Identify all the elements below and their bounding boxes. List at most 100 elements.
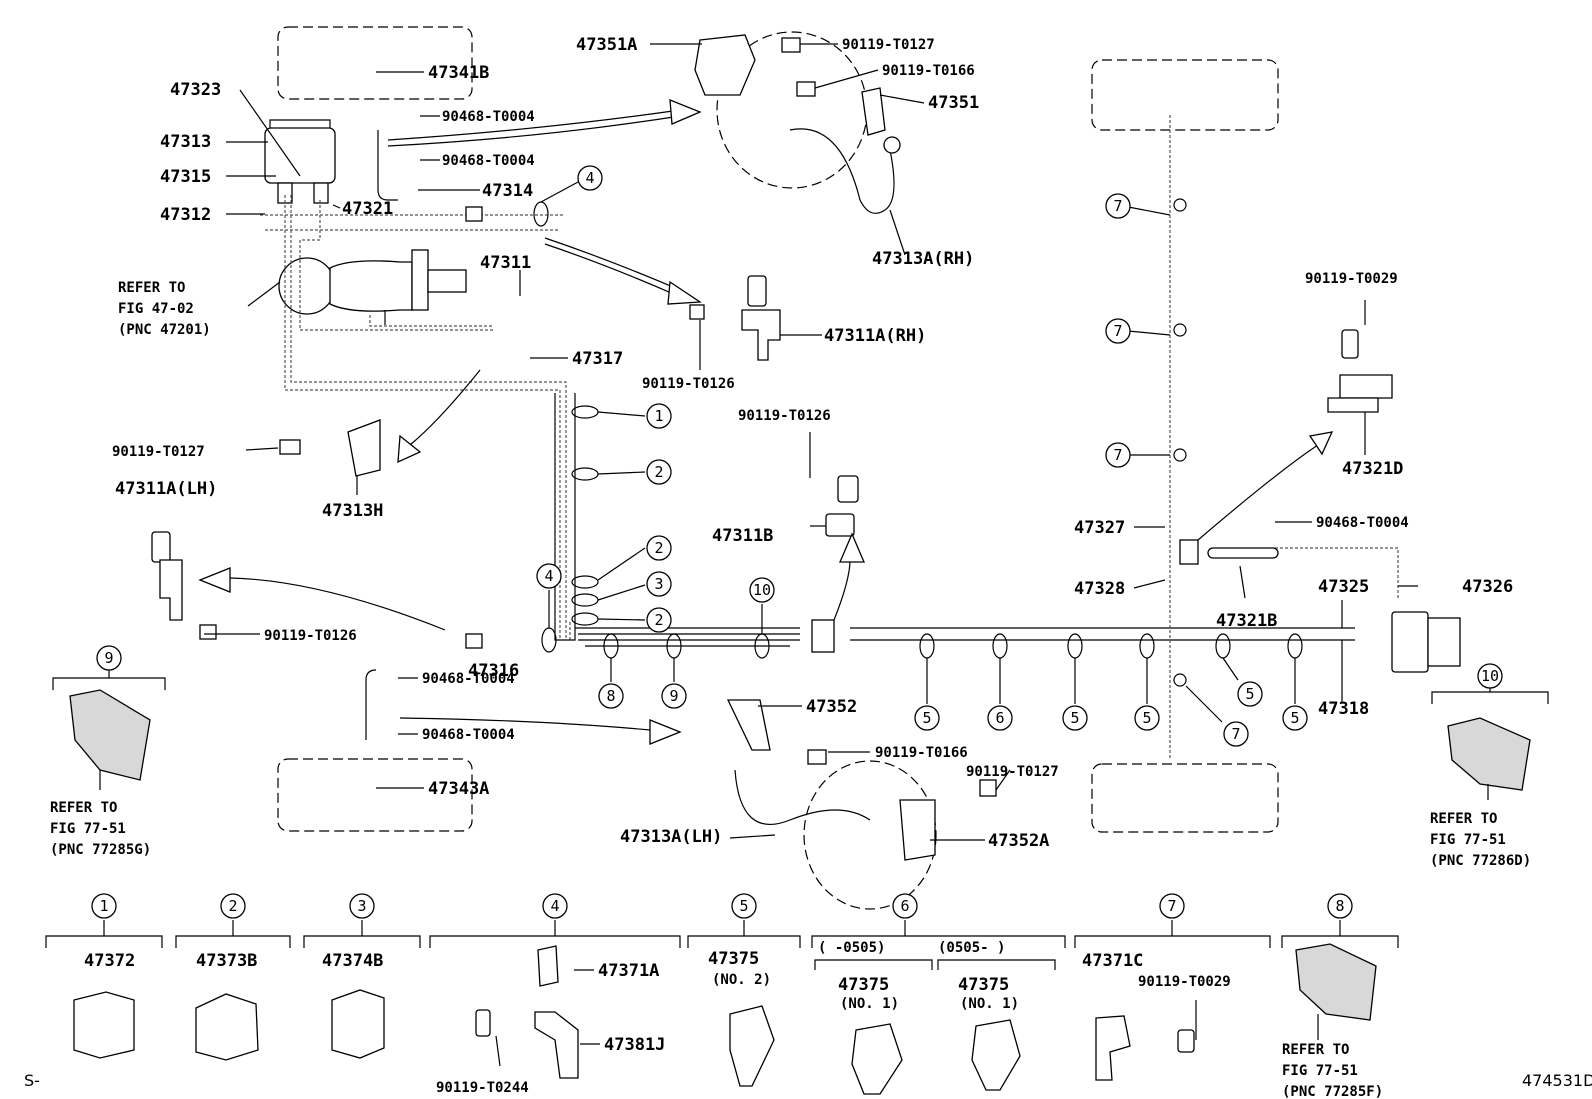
label-90468-T0004-c[interactable]: 90468-T0004	[1316, 515, 1409, 531]
callout-5-d[interactable]: 5	[1245, 685, 1254, 703]
callout-1-main[interactable]: 1	[654, 407, 663, 425]
legend-47371A[interactable]: 47371A	[598, 961, 659, 981]
refer-a-line3[interactable]: (PNC 47201)	[118, 322, 211, 338]
bracket-47381J	[534, 1011, 579, 1079]
label-90468-T0004-d[interactable]: 90468-T0004	[422, 671, 515, 687]
legend-callout-4[interactable]: 4	[550, 897, 559, 915]
label-47312[interactable]: 47312	[160, 205, 211, 225]
clip-47371C	[1095, 1015, 1131, 1081]
callout-10-main[interactable]: 10	[753, 581, 771, 599]
label-47317[interactable]: 47317	[572, 349, 623, 369]
label-47318[interactable]: 47318	[1318, 699, 1369, 719]
label-47321B[interactable]: 47321B	[1216, 611, 1277, 631]
callout-7-c[interactable]: 7	[1113, 446, 1122, 464]
callout-2-b[interactable]: 2	[654, 539, 663, 557]
label-47327[interactable]: 47327	[1074, 518, 1125, 538]
label-90119-T0126-c[interactable]: 90119-T0126	[264, 628, 357, 644]
refer-b-line3[interactable]: (PNC 77285G)	[50, 842, 151, 858]
reference-boxes	[277, 26, 1279, 910]
callout-7-a[interactable]: 7	[1113, 197, 1122, 215]
label-47313H[interactable]: 47313H	[322, 501, 383, 521]
label-47311A-LH[interactable]: 47311A(LH)	[115, 479, 217, 499]
legend-47374B[interactable]: 47374B	[322, 951, 383, 971]
label-90119-T0029-a[interactable]: 90119-T0029	[1305, 271, 1398, 287]
legend-90119-T0029[interactable]: 90119-T0029	[1138, 974, 1231, 990]
legend-callout-7[interactable]: 7	[1167, 897, 1176, 915]
label-47311A-RH[interactable]: 47311A(RH)	[824, 326, 926, 346]
legend-47371C[interactable]: 47371C	[1082, 951, 1143, 971]
callout-7-d[interactable]: 7	[1231, 725, 1240, 743]
callout-5-b[interactable]: 5	[1070, 709, 1079, 727]
label-90468-T0004-e[interactable]: 90468-T0004	[422, 727, 515, 743]
label-90119-T0126-a[interactable]: 90119-T0126	[642, 376, 735, 392]
label-90119-T0127-c[interactable]: 90119-T0127	[966, 764, 1059, 780]
clip-47375-no2	[729, 1005, 775, 1087]
callout-4-top[interactable]: 4	[585, 169, 594, 187]
refer-c-line3[interactable]: (PNC 77286D)	[1430, 853, 1531, 869]
legend-callout-8[interactable]: 8	[1335, 897, 1344, 915]
bracket-47313H	[279, 419, 381, 477]
callout-9-ref[interactable]: 9	[104, 649, 113, 667]
label-47315[interactable]: 47315	[160, 167, 211, 187]
label-90119-T0127-a[interactable]: 90119-T0127	[842, 37, 935, 53]
legend-no1-b: (NO. 1)	[960, 996, 1019, 1012]
tee-47311A-RH	[689, 275, 781, 361]
label-47314[interactable]: 47314	[482, 181, 533, 201]
label-47321[interactable]: 47321	[342, 199, 393, 219]
label-47326[interactable]: 47326	[1462, 577, 1513, 597]
pipe-47321B	[1179, 539, 1279, 565]
legend-callout-6[interactable]: 6	[900, 897, 909, 915]
label-47321D[interactable]: 47321D	[1342, 459, 1403, 479]
clip-47375-no1-a	[851, 1023, 903, 1095]
label-47341B[interactable]: 47341B	[428, 63, 489, 83]
label-90119-T0166-b[interactable]: 90119-T0166	[875, 745, 968, 761]
label-90119-T0127-b[interactable]: 90119-T0127	[112, 444, 205, 460]
callout-7-b[interactable]: 7	[1113, 322, 1122, 340]
label-47311B[interactable]: 47311B	[712, 526, 773, 546]
label-47313[interactable]: 47313	[160, 132, 211, 152]
leader-lines	[204, 43, 1418, 841]
label-47352A[interactable]: 47352A	[988, 831, 1049, 851]
legend-90119-T0244[interactable]: 90119-T0244	[436, 1080, 529, 1096]
callout-8-main[interactable]: 8	[606, 687, 615, 705]
callout-6-main[interactable]: 6	[995, 709, 1004, 727]
legend-47375-b[interactable]: 47375	[838, 975, 889, 995]
legend-callout-5[interactable]: 5	[739, 897, 748, 915]
refer-d-line3[interactable]: (PNC 77285F)	[1282, 1084, 1383, 1099]
bolt-90119-T0244	[475, 1009, 491, 1037]
legend-47381J[interactable]: 47381J	[604, 1035, 665, 1055]
label-90119-T0166-a[interactable]: 90119-T0166	[882, 63, 975, 79]
label-47311[interactable]: 47311	[480, 253, 531, 273]
callout-2-a[interactable]: 2	[654, 463, 663, 481]
callout-5-e[interactable]: 5	[1290, 709, 1299, 727]
legend-47372[interactable]: 47372	[84, 951, 135, 971]
legend-callout-2[interactable]: 2	[228, 897, 237, 915]
label-47325[interactable]: 47325	[1318, 577, 1369, 597]
callout-4-mid[interactable]: 4	[544, 567, 553, 585]
callout-5-c[interactable]: 5	[1142, 709, 1151, 727]
label-90119-T0126-b[interactable]: 90119-T0126	[738, 408, 831, 424]
legend-47373B[interactable]: 47373B	[196, 951, 257, 971]
callout-5-a[interactable]: 5	[922, 709, 931, 727]
label-47328[interactable]: 47328	[1074, 579, 1125, 599]
label-47313A-RH[interactable]: 47313A(RH)	[872, 249, 974, 269]
callout-3-main[interactable]: 3	[654, 575, 663, 593]
label-90468-T0004-b[interactable]: 90468-T0004	[442, 153, 535, 169]
legend-47375-c[interactable]: 47375	[958, 975, 1009, 995]
label-47352[interactable]: 47352	[806, 697, 857, 717]
label-47351A[interactable]: 47351A	[576, 35, 637, 55]
legend-47375-a[interactable]: 47375	[708, 949, 759, 969]
callout-2-c[interactable]: 2	[654, 611, 663, 629]
callout-9-main[interactable]: 9	[669, 687, 678, 705]
label-47313A-LH[interactable]: 47313A(LH)	[620, 827, 722, 847]
legend-callout-1[interactable]: 1	[99, 897, 108, 915]
label-47343A[interactable]: 47343A	[428, 779, 489, 799]
main-brake-line	[575, 115, 1399, 760]
label-90468-T0004-a[interactable]: 90468-T0004	[442, 109, 535, 125]
footer-left-code: S-	[24, 1071, 40, 1090]
label-47323[interactable]: 47323	[170, 80, 221, 100]
label-47316[interactable]: 47316	[468, 661, 519, 681]
legend-callout-3[interactable]: 3	[357, 897, 366, 915]
callout-10-ref[interactable]: 10	[1481, 667, 1499, 685]
label-47351[interactable]: 47351	[928, 93, 979, 113]
